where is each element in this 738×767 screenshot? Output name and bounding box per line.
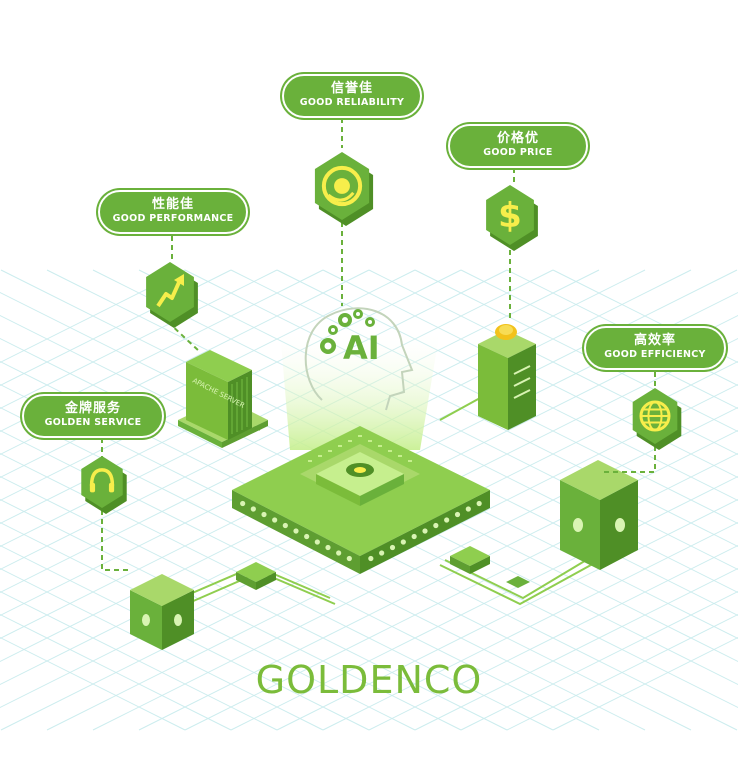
dashed-connectors — [101, 118, 656, 571]
efficiency-cube — [560, 460, 638, 570]
globe-icon — [632, 388, 682, 450]
feature-pill-price: 价格优 GOOD PRICE — [448, 124, 588, 168]
svg-text:$: $ — [498, 196, 522, 236]
feature-pill-reliability: 信誉佳 GOOD RELIABILITY — [282, 74, 422, 118]
price-server — [478, 324, 536, 430]
feature-pill-performance: 性能佳 GOOD PERFORMANCE — [98, 190, 248, 234]
feature-title-zh: 性能佳 — [151, 197, 194, 212]
dollar-icon: $ — [486, 185, 538, 251]
brand-wordmark: GOLDENCO — [255, 658, 483, 702]
feature-title-en: GOOD PERFORMANCE — [112, 213, 234, 224]
ai-head-icon — [304, 307, 414, 411]
service-cube — [130, 574, 194, 650]
feature-pill-efficiency: 高效率 GOOD EFFICIENCY — [584, 326, 726, 370]
headphones-icon — [81, 456, 127, 514]
trace-junctions — [236, 546, 530, 590]
feature-title-en: GOOD EFFICIENCY — [604, 349, 706, 360]
feature-title-zh: 价格优 — [496, 131, 539, 146]
growth-arrow-icon — [146, 262, 198, 328]
feature-title-zh: 高效率 — [633, 333, 676, 348]
feature-title-zh: 信誉佳 — [330, 81, 373, 96]
cpu-chip — [232, 426, 490, 574]
support-agent-icon — [314, 152, 374, 226]
feature-title-zh: 金牌服务 — [64, 401, 121, 416]
server-tower — [178, 350, 268, 448]
feature-title-en: GOOD RELIABILITY — [299, 97, 405, 108]
gears-icon — [320, 309, 375, 354]
chip-glow — [280, 330, 440, 450]
feature-pill-service: 金牌服务 GOLDEN SERVICE — [22, 394, 164, 438]
feature-title-en: GOLDEN SERVICE — [44, 417, 142, 428]
feature-title-en: GOOD PRICE — [483, 147, 553, 158]
ai-label: AI — [343, 329, 380, 367]
